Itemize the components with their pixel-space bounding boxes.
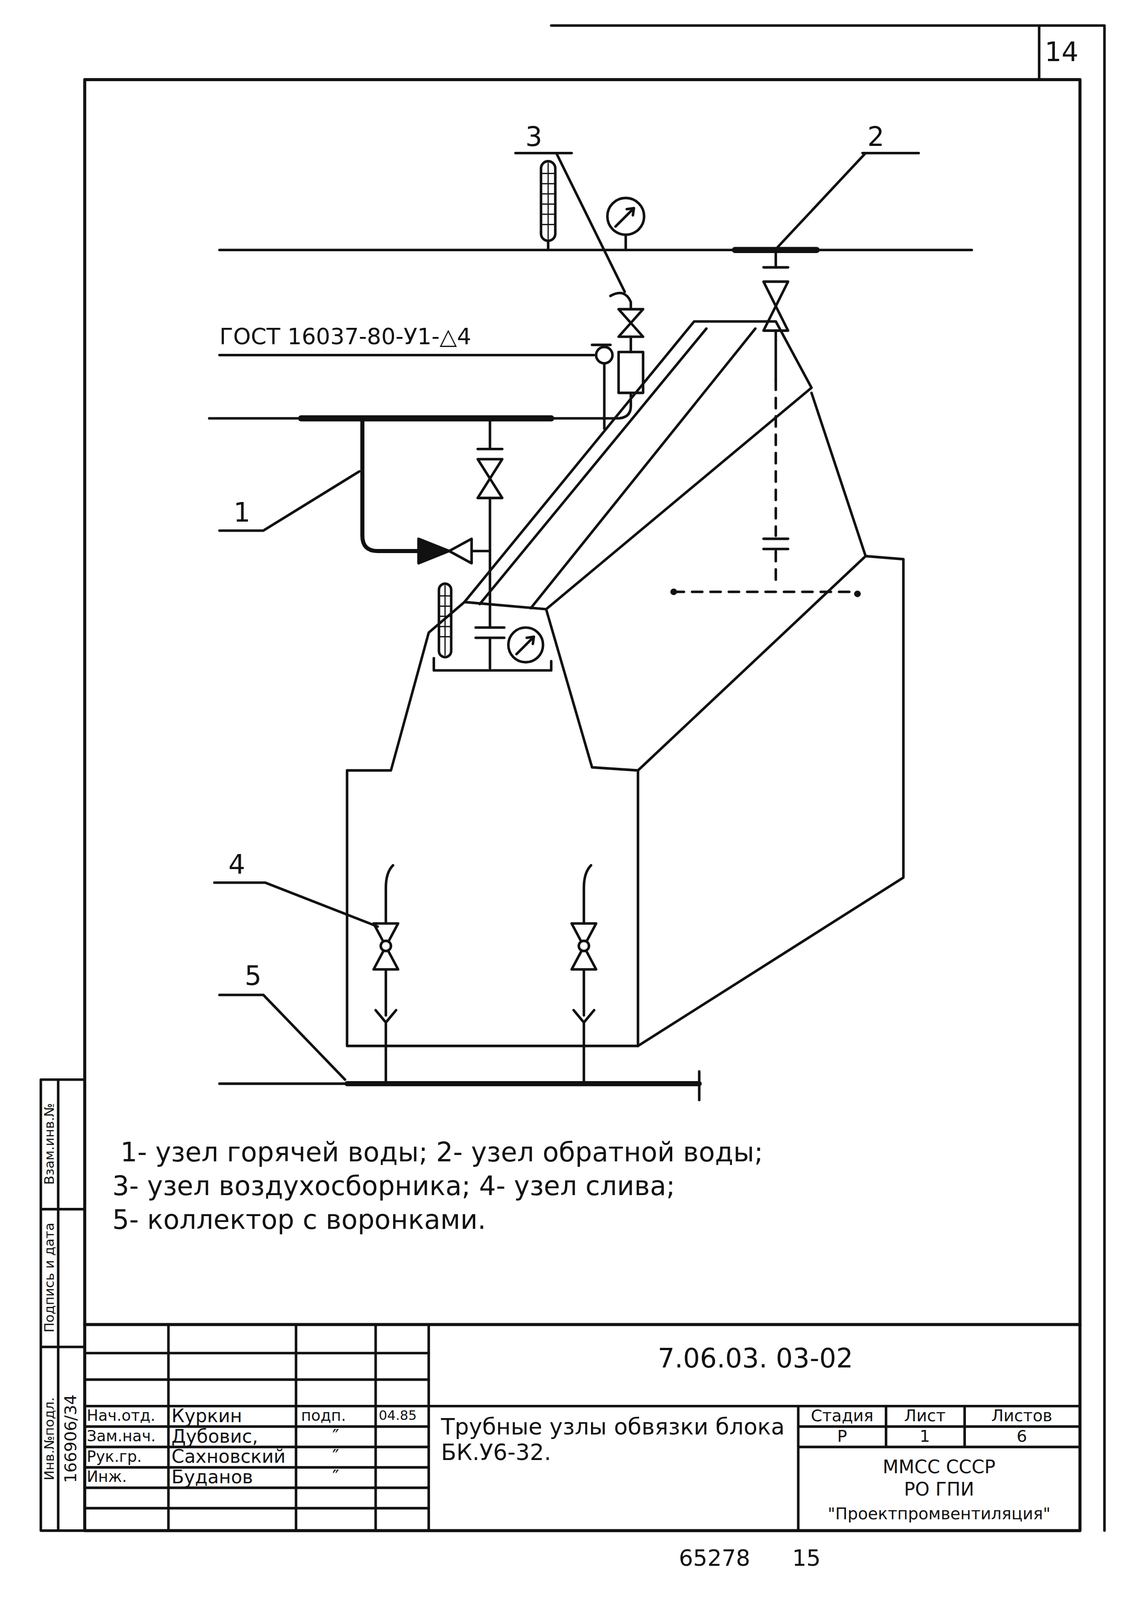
table-cell: 04.85 (378, 1408, 417, 1424)
table-cell: Сахновский (171, 1447, 286, 1469)
stamp-field: Взам.инв.№ (41, 1103, 58, 1185)
callout-number: 5 (244, 961, 262, 992)
weld-note: ГОСТ 16037-80-У1-△4 (219, 323, 472, 350)
legend-note: 1- узел горячей воды; 2- узел обратной в… (120, 1137, 763, 1169)
table-cell: Лист (904, 1407, 946, 1427)
table-cell: Листов (991, 1407, 1053, 1427)
archive-number: 65278 (678, 1545, 751, 1572)
stamp-value: 166906/34 (62, 1394, 81, 1484)
table-cell: Зам.нач. (86, 1428, 156, 1447)
sheet-number: 14 (1044, 37, 1079, 69)
callout-number: 2 (867, 122, 885, 154)
table-cell: Буданов (171, 1467, 254, 1489)
table-cell: подп. (300, 1407, 346, 1426)
table-cell: 6 (1016, 1427, 1028, 1447)
table-cell: Дубовис, (171, 1426, 259, 1448)
stamp-field: Инв.№подл. (41, 1397, 58, 1481)
table-cell: Р (837, 1427, 848, 1447)
callout-number: 4 (228, 850, 246, 881)
drawing-title: Трубные узлы обвязки блока БК.У6-32. (440, 1414, 789, 1467)
table-cell: ″ (332, 1447, 340, 1469)
page-number: 15 (792, 1545, 821, 1572)
document-code: 7.06.03. 03-02 (657, 1343, 853, 1375)
table-cell: ″ (332, 1467, 340, 1489)
table-cell: 1 (919, 1427, 930, 1447)
callout-number: 3 (525, 122, 543, 154)
table-cell: Инж. (86, 1468, 127, 1487)
legend-note: 5- коллектор с воронками. (112, 1205, 487, 1236)
table-cell: Стадия (810, 1407, 874, 1427)
legend-note: 3- узел воздухосборника; 4- узел слива; (112, 1171, 675, 1203)
stamp-field: Подпись и дата (41, 1222, 58, 1333)
table-cell: РО ГПИ (903, 1479, 975, 1501)
table-cell: Нач.отд. (86, 1407, 156, 1426)
table-cell: "Проектпромвентиляция" (827, 1504, 1051, 1524)
table-cell: ММСС СССР (882, 1457, 996, 1479)
callout-number: 1 (233, 498, 251, 529)
table-cell: Рук.гр. (86, 1448, 142, 1467)
table-cell: ″ (332, 1426, 340, 1448)
table-cell: Куркин (171, 1405, 243, 1427)
